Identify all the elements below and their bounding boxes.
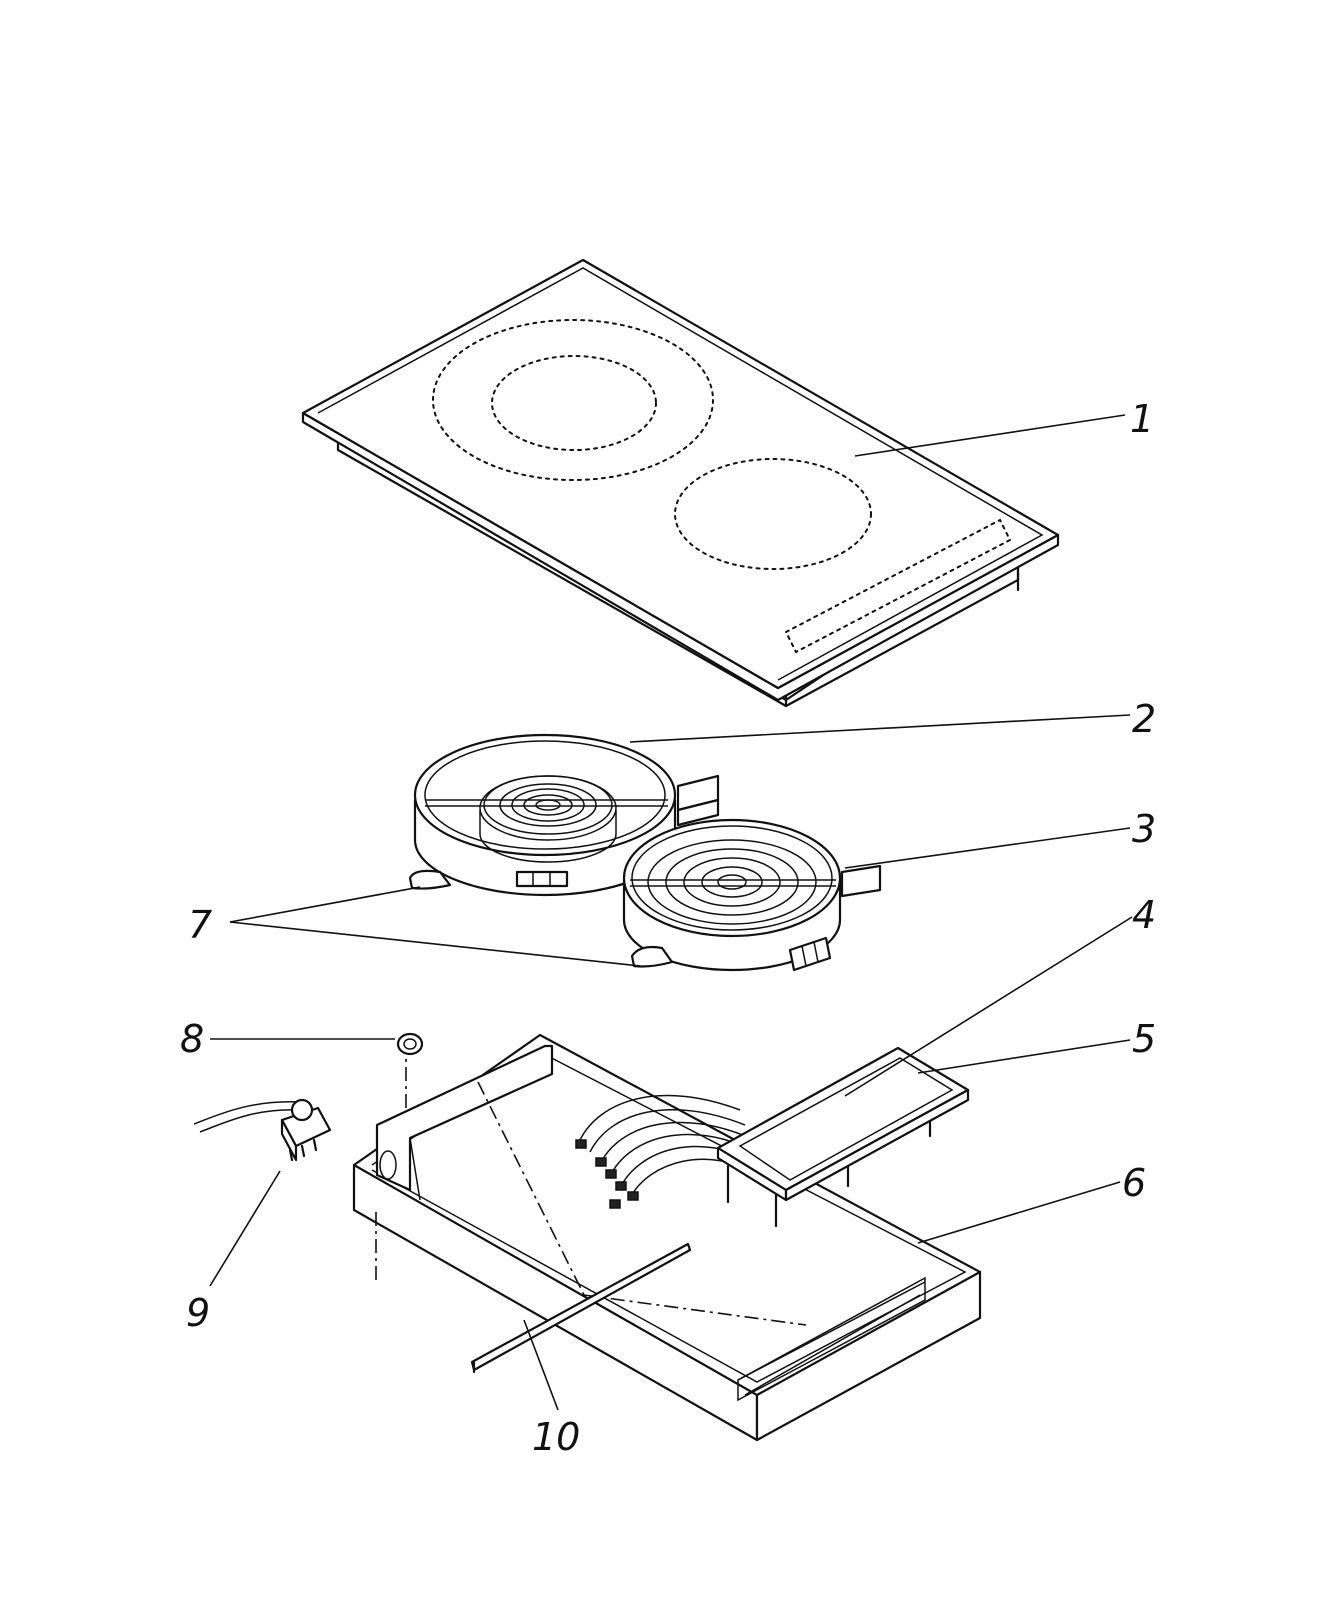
callout-10: 10: [532, 1415, 580, 1459]
control-panel-marking: [784, 518, 1012, 654]
bottom-tray: [352, 1033, 982, 1442]
callout-5: 5: [1132, 1017, 1156, 1061]
touch-panel: [738, 1057, 954, 1181]
cable-grommet: [396, 1032, 424, 1056]
glass-ceramic-top: [301, 258, 1060, 708]
callout-2: 2: [1132, 697, 1156, 741]
leader-lines: [209, 414, 1133, 1411]
power-cord-terminal: [193, 1098, 332, 1162]
callout-4: 4: [1132, 893, 1156, 937]
large-zone-marking: [432, 319, 714, 481]
callout-6: 6: [1122, 1161, 1146, 1205]
seal-strip: [470, 1242, 692, 1374]
small-radiant-heater: [622, 818, 882, 972]
callout-8: 8: [180, 1017, 204, 1061]
callout-labels: 1 2 3 4 5 6 7 8 9 10: [180, 397, 1156, 1459]
small-zone-marking: [674, 458, 872, 570]
callout-7: 7: [188, 903, 212, 947]
callout-9: 9: [186, 1291, 210, 1335]
inner-zone-marking: [491, 355, 657, 451]
callout-3: 3: [1132, 807, 1156, 851]
control-board: [716, 1046, 970, 1228]
callout-1: 1: [1130, 397, 1154, 441]
